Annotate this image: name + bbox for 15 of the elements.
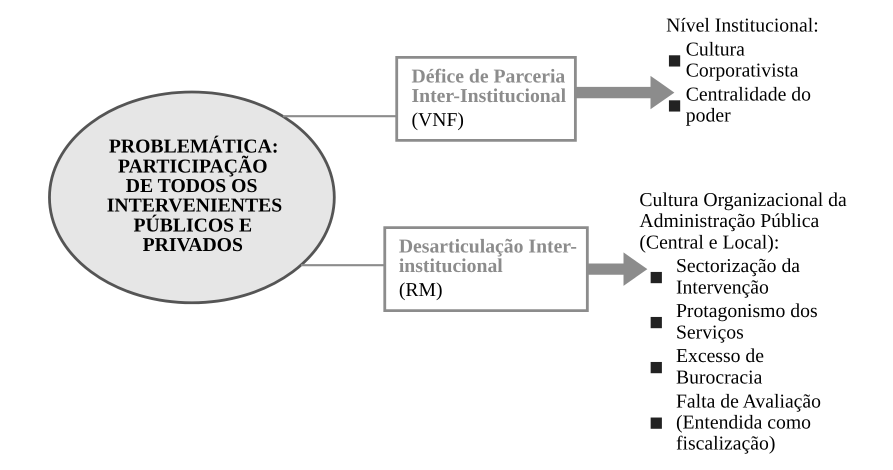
node-box: Défice de Parceria Inter-Institucional (VNF) xyxy=(395,56,577,142)
node-label: Nível Institucional: xyxy=(666,14,819,37)
node-ellipse: PROBLEMÁTICA: PARTICIPAÇÃO DE TODOS OS INTERVENIENTES PÚBLICOS E PRIVADOS xyxy=(48,90,336,304)
node-label: Cultura Organizacional da Administração Pública (Central e Local): xyxy=(639,189,847,254)
arrow xyxy=(575,76,674,110)
node-label: Sectorização da Intervenção xyxy=(676,255,800,298)
node-box: Desarticulação Inter-institucional (RM) xyxy=(383,226,589,312)
connector xyxy=(282,115,396,118)
node-label: Excesso de Burocracia xyxy=(676,345,764,388)
node-label: Cultura Corporativista xyxy=(686,38,798,82)
node-label: Protagonismo dos Serviços xyxy=(676,300,818,344)
node-label: Centralidade do poder xyxy=(686,84,812,127)
node-label: Falta de Avaliação (Entendida como fiscalização) xyxy=(676,390,822,454)
connector xyxy=(301,264,384,266)
arrow xyxy=(587,252,648,286)
